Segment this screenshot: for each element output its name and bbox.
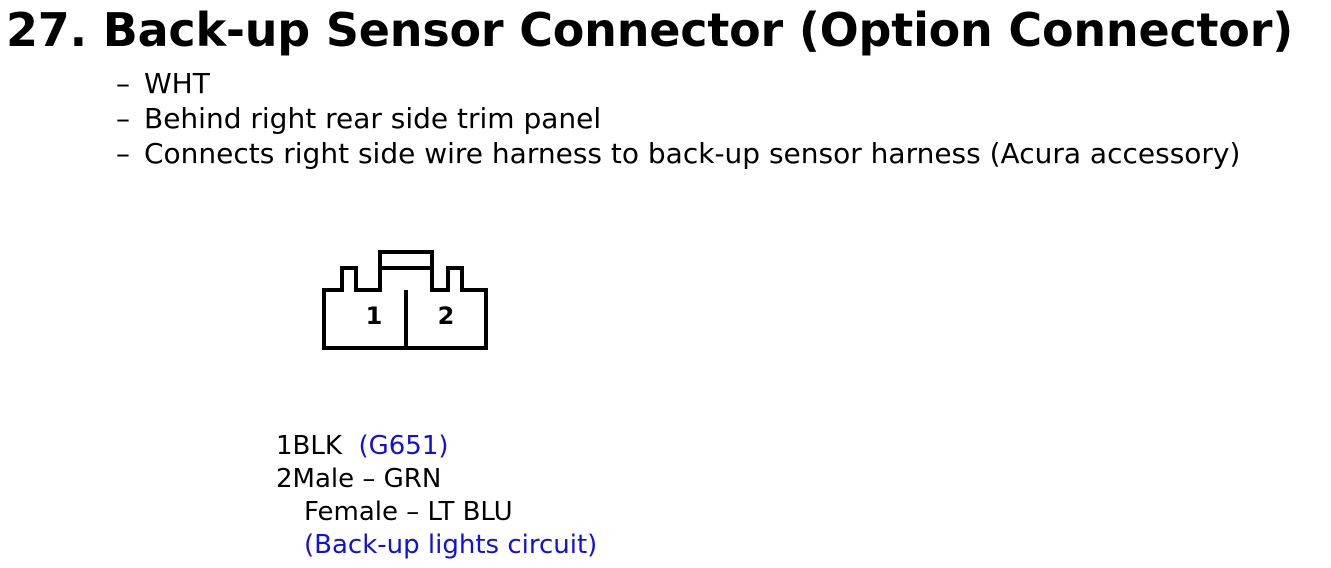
- connector-details-list: –WHT –Behind right rear side trim panel …: [116, 66, 1240, 171]
- pin-2-label: 2Male – GRN: [276, 464, 442, 494]
- connector-face-diagram: 1 2: [322, 250, 488, 350]
- pin-1-reference: (G651): [358, 431, 449, 461]
- pin-2-reference: (Back-up lights circuit): [304, 530, 598, 560]
- pin-number-1: 1: [366, 302, 383, 330]
- pin-number-2: 2: [438, 302, 455, 330]
- bullet-dash: –: [116, 137, 130, 170]
- pin-assignment-list: 1BLK (G651) 2Male – GRN Female – LT BLU …: [276, 430, 597, 562]
- detail-connection-text: Connects right side wire harness to back…: [144, 137, 1241, 170]
- page-title: 27. Back-up Sensor Connector (Option Con…: [6, 3, 1294, 57]
- bullet-dash: –: [116, 102, 130, 135]
- detail-color-text: WHT: [144, 67, 210, 100]
- connector-outline: [322, 250, 488, 350]
- pin-2-female-row: Female – LT BLU: [276, 496, 597, 529]
- pin-2-row: 2Male – GRN: [276, 463, 597, 496]
- pin-1-row: 1BLK (G651): [276, 430, 597, 463]
- detail-connection: –Connects right side wire harness to bac…: [116, 136, 1240, 171]
- pin-1-label: 1BLK: [276, 431, 342, 461]
- detail-location: –Behind right rear side trim panel: [116, 101, 1240, 136]
- detail-color: –WHT: [116, 66, 1240, 101]
- bullet-dash: –: [116, 67, 130, 100]
- detail-location-text: Behind right rear side trim panel: [144, 102, 602, 135]
- pin-2-reference-row: (Back-up lights circuit): [276, 529, 597, 562]
- pin-2-female-label: Female – LT BLU: [304, 497, 513, 527]
